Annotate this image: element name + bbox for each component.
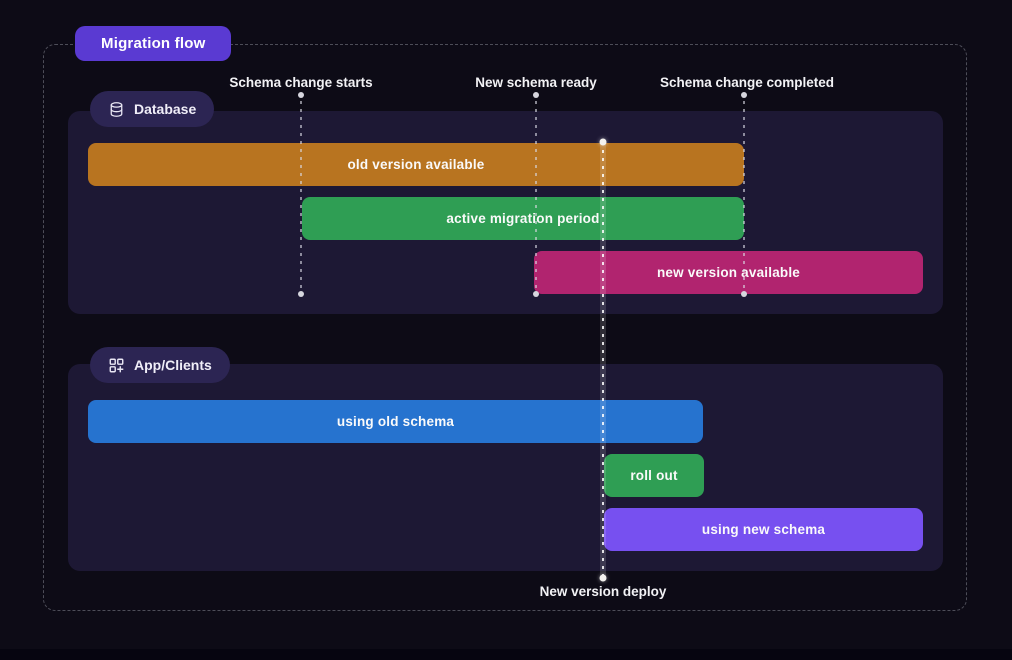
deploy-label: New version deploy: [539, 584, 667, 599]
deploy-dot-bottom: [599, 574, 607, 582]
database-lane-label: Database: [134, 101, 197, 117]
diagram-title-badge: Migration flow: [75, 26, 232, 61]
milestone-dot-bottom-1: [298, 291, 304, 297]
milestone-dot-top-2: [533, 92, 539, 98]
milestone-label-new-schema-ready: New schema ready: [475, 75, 597, 90]
bar-new-version-available: new version available: [534, 251, 923, 294]
deploy-dot-top: [599, 138, 607, 146]
bar-using-new-schema: using new schema: [604, 508, 923, 551]
bottom-strip: [0, 649, 1012, 660]
bar-active-migration-period: active migration period: [302, 197, 744, 240]
bar-roll-out: roll out: [604, 454, 704, 497]
deploy-line: [600, 142, 606, 578]
database-icon: [108, 101, 125, 118]
database-lane-badge: Database: [90, 91, 215, 127]
bar-old-version-available: old version available: [88, 143, 744, 186]
milestone-dot-bottom-2: [533, 291, 539, 297]
milestone-dot-top-1: [298, 92, 304, 98]
diagram-title: Migration flow: [101, 35, 206, 52]
app-clients-lane-label: App/Clients: [134, 357, 212, 373]
milestone-label-schema-change-starts: Schema change starts: [229, 75, 373, 90]
milestone-line-new-schema-ready: [535, 101, 537, 294]
milestone-label-schema-change-completed: Schema change completed: [659, 75, 835, 90]
bar-label-using-new-schema: using new schema: [701, 522, 826, 537]
milestone-line-schema-change-starts: [300, 101, 302, 294]
milestone-line-schema-change-completed: [743, 101, 745, 294]
app-clients-lane-badge: App/Clients: [90, 347, 230, 383]
bar-using-old-schema: using old schema: [88, 400, 703, 443]
bar-label-using-old-schema: using old schema: [336, 414, 455, 429]
milestone-dot-bottom-3: [741, 291, 747, 297]
milestone-dot-top-3: [741, 92, 747, 98]
diagram-dashed-frame: [43, 44, 967, 611]
bar-label-old-version-available: old version available: [347, 157, 485, 172]
apps-plus-icon: [108, 357, 125, 374]
bar-label-active-migration-period: active migration period: [446, 211, 600, 226]
deploy-line-dashes: [602, 142, 604, 578]
bar-label-new-version-available: new version available: [656, 265, 801, 280]
bar-label-roll-out: roll out: [630, 468, 678, 483]
